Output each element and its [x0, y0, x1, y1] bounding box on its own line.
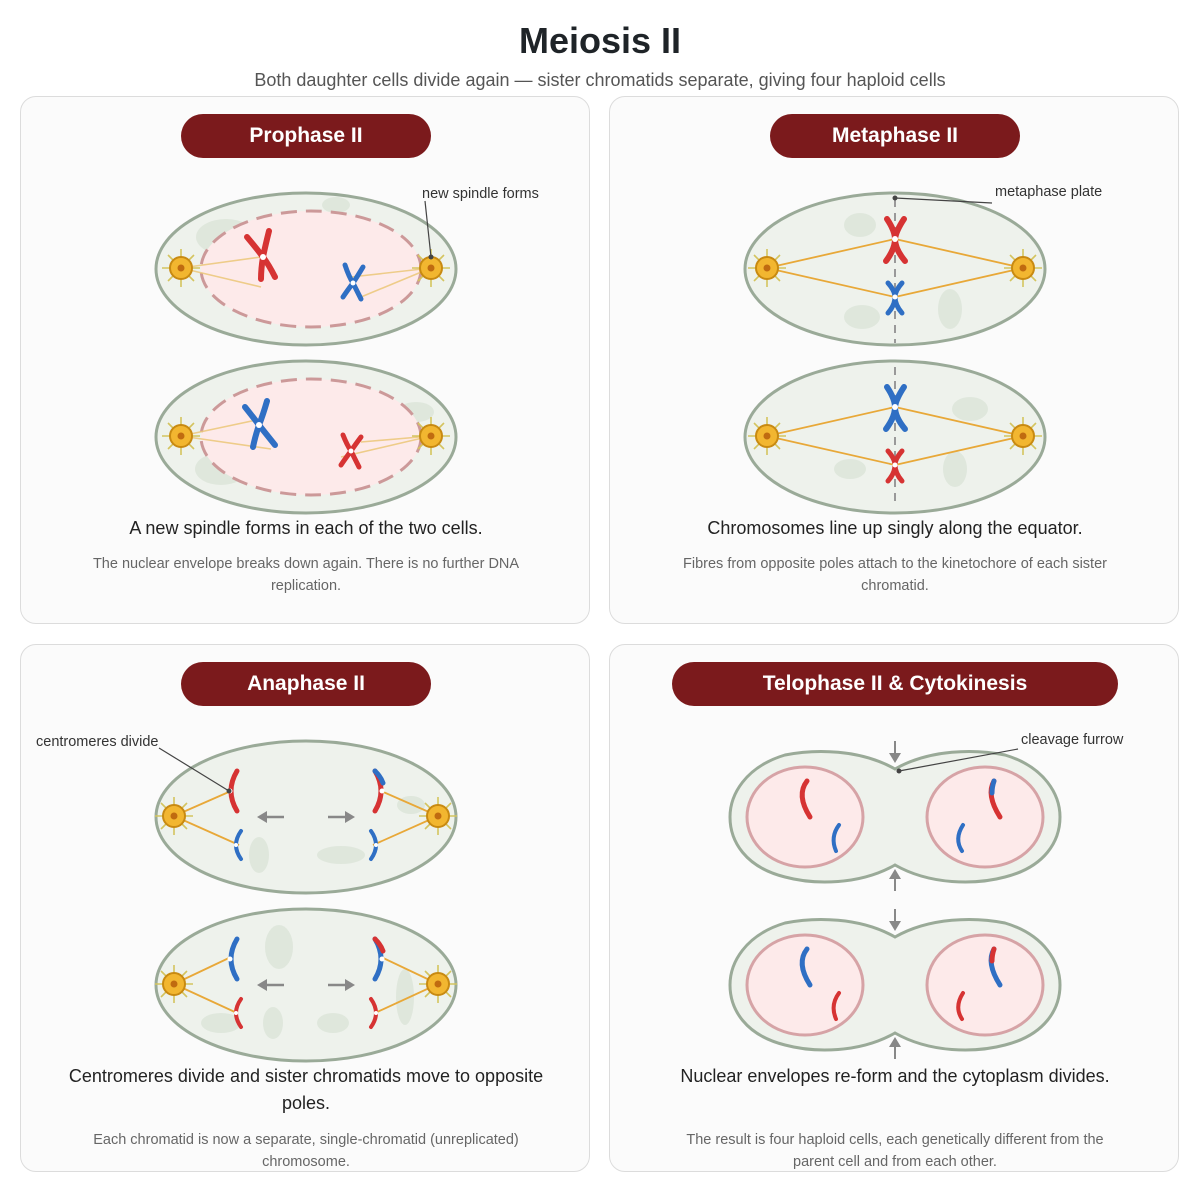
furrow-arrow-down: [889, 909, 901, 931]
panel-telophase-ii: Telophase II & Cytokinesis: [609, 644, 1179, 1172]
spindle-fibres: [766, 238, 1024, 298]
dividing-cell: [728, 741, 1062, 891]
furrow-arrow-down: [889, 741, 901, 763]
label-centromeres-divide: centromeres divide: [36, 734, 159, 750]
cell: [154, 359, 458, 515]
chromatid-blue: [227, 936, 240, 982]
chromosome-red: [799, 778, 813, 820]
cell: [154, 739, 458, 895]
centrosome: [412, 249, 450, 287]
nuclear-envelope: [925, 765, 1045, 869]
caption-telophase-ii: Nuclear envelopes re-form and the cytopl…: [680, 1066, 1110, 1086]
metaphase-plate-callout: metaphase plate: [892, 184, 1102, 204]
furrow-arrow-up: [889, 869, 901, 891]
label-cleavage-furrow: cleavage furrow: [1021, 732, 1124, 748]
arrow-toward-pole: [328, 811, 355, 823]
cell: [743, 191, 1047, 347]
breaking-nuclear-envelope: [199, 209, 423, 329]
chromosome-red: [831, 991, 841, 1021]
centrosome: [162, 249, 200, 287]
chromatid-blue: [369, 829, 378, 861]
chromosome-red: [956, 991, 965, 1021]
label-new-spindle-forms: new spindle forms: [422, 186, 539, 202]
metaphase-ii-diagram: metaphase plate: [743, 184, 1102, 515]
caption-anaphase-ii: Centromeres divide and sister chromatids…: [68, 1066, 544, 1113]
chromosome-blue: [242, 398, 278, 450]
arrow-toward-pole: [257, 979, 284, 991]
page-subtitle: Both daughter cells divide again — siste…: [254, 70, 946, 90]
new-spindle-callout: new spindle forms: [422, 186, 539, 260]
arrow-toward-pole: [328, 979, 355, 991]
chromatid-red: [372, 768, 386, 814]
spindle-fibres: [766, 406, 1024, 466]
cleavage-furrow-callout: cleavage furrow: [896, 732, 1124, 774]
chromosome-red: [338, 432, 364, 470]
label-metaphase-plate: metaphase plate: [995, 184, 1102, 200]
caption-prophase-ii: A new spindle forms in each of the two c…: [129, 518, 483, 538]
note-anaphase-ii: Each chromatid is now a separate, single…: [93, 1132, 519, 1170]
nuclear-envelope: [925, 933, 1045, 1037]
panel-prophase-ii: Prophase II: [20, 96, 590, 624]
centrosome: [419, 797, 457, 835]
stage-heading-metaphase-ii: Metaphase II: [770, 114, 1020, 158]
chromatid-red: [234, 997, 243, 1029]
centromeres-divide-callout: centromeres divide: [36, 734, 232, 794]
chromatid-blue: [234, 829, 243, 861]
chromosome-blue: [340, 262, 366, 302]
centrosome: [155, 797, 193, 835]
cell: [154, 907, 458, 1063]
caption-metaphase-ii: Chromosomes line up singly along the equ…: [707, 518, 1083, 538]
breaking-nuclear-envelope: [199, 377, 423, 497]
centrosome: [412, 417, 450, 455]
panel-metaphase-ii: Metaphase II: [609, 96, 1179, 624]
chromosome-blue: [885, 280, 905, 316]
chromosome-blue: [988, 946, 1003, 988]
chromosome-red: [988, 778, 1003, 820]
centrosome: [162, 417, 200, 455]
telophase-ii-diagram: cleavage furrow: [728, 732, 1124, 1059]
chromosome-red: [883, 216, 908, 264]
centrosome: [419, 965, 457, 1003]
cell: [743, 359, 1047, 515]
centrosome: [748, 417, 786, 455]
chromatid-red: [369, 997, 378, 1029]
note-metaphase-ii: Fibres from opposite poles attach to the…: [683, 556, 1107, 594]
page-title: Meiosis II: [518, 20, 682, 61]
spindle-fibres: [180, 256, 432, 298]
chromosome-red: [885, 448, 905, 484]
chromatid-blue: [372, 936, 386, 982]
chromosome-blue: [956, 823, 965, 853]
note-prophase-ii: The nuclear envelope breaks down again. …: [92, 556, 520, 594]
chromosome-blue: [799, 946, 813, 988]
centrosome: [1004, 417, 1042, 455]
furrow-arrow-up: [889, 1037, 901, 1059]
chromosome-blue: [883, 384, 908, 432]
chromosome-blue: [831, 823, 841, 853]
panel-anaphase-ii: Anaphase II: [20, 644, 590, 1172]
chromosome-red: [244, 228, 278, 282]
anaphase-ii-diagram: centromeres divide: [36, 734, 458, 1063]
stage-heading-prophase-ii: Prophase II: [181, 114, 431, 158]
stage-heading-telophase-ii: Telophase II & Cytokinesis: [672, 662, 1118, 706]
dividing-cell: [728, 909, 1062, 1059]
note-telophase-ii: The result is four haploid cells, each g…: [686, 1132, 1104, 1170]
stage-heading-anaphase-ii: Anaphase II: [181, 662, 431, 706]
centrosome: [155, 965, 193, 1003]
prophase-ii-diagram: new spindle forms: [154, 186, 539, 515]
cell: [154, 191, 458, 347]
arrow-toward-pole: [257, 811, 284, 823]
centrosome: [748, 249, 786, 287]
centrosome: [1004, 249, 1042, 287]
